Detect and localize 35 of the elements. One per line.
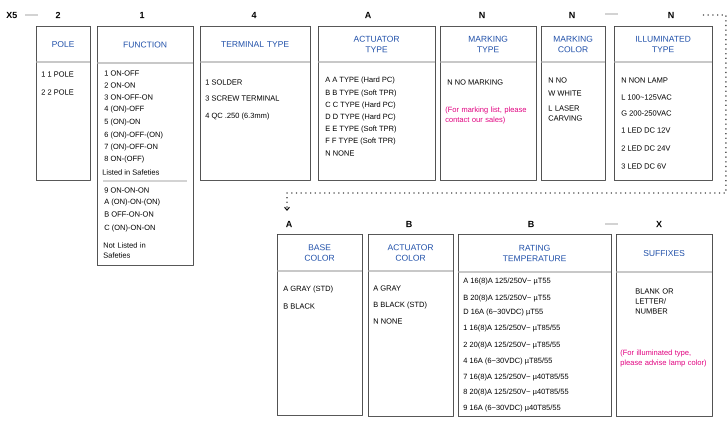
column-heading: SUFFIXES bbox=[644, 250, 684, 256]
code-letter: A bbox=[286, 220, 292, 228]
column-heading: FUNCTION bbox=[124, 42, 166, 48]
code-letter: X bbox=[656, 220, 662, 228]
column-heading: TERMINAL TYPE bbox=[221, 41, 289, 47]
option-column bbox=[616, 220, 713, 417]
column-heading: ACTUATOR TYPE bbox=[354, 36, 400, 52]
column-heading: RATING TEMPERATURE bbox=[502, 244, 566, 262]
code-letter: B bbox=[528, 220, 534, 228]
option-column bbox=[541, 12, 606, 181]
column-heading: MARKING COLOR bbox=[554, 36, 592, 52]
option-column bbox=[614, 12, 713, 181]
dotted-arrow bbox=[284, 14, 726, 211]
column-heading: ILLUMINATED TYPE bbox=[636, 36, 690, 52]
code-letter: A bbox=[364, 12, 372, 18]
option-column bbox=[277, 220, 363, 416]
column-heading: POLE bbox=[52, 41, 74, 47]
code-letter: B bbox=[406, 220, 412, 228]
code-letter: 1 bbox=[140, 12, 144, 18]
option-column bbox=[36, 12, 91, 181]
option-column bbox=[97, 12, 194, 266]
option-column bbox=[368, 220, 454, 417]
model-prefix: X5 bbox=[6, 12, 17, 18]
code-letter: N bbox=[479, 12, 485, 18]
option-column bbox=[318, 12, 436, 181]
option-column bbox=[200, 12, 311, 181]
code-letter: N bbox=[668, 12, 674, 18]
option-column bbox=[458, 220, 612, 417]
column-heading: ACTUATOR COLOR bbox=[388, 244, 434, 261]
code-letter: 2 bbox=[56, 12, 60, 18]
column-heading: MARKING TYPE bbox=[468, 36, 508, 52]
code-letter: 4 bbox=[252, 12, 256, 18]
code-letter: N bbox=[569, 12, 575, 18]
option-column bbox=[440, 12, 537, 181]
column-heading: BASE COLOR bbox=[304, 244, 334, 261]
